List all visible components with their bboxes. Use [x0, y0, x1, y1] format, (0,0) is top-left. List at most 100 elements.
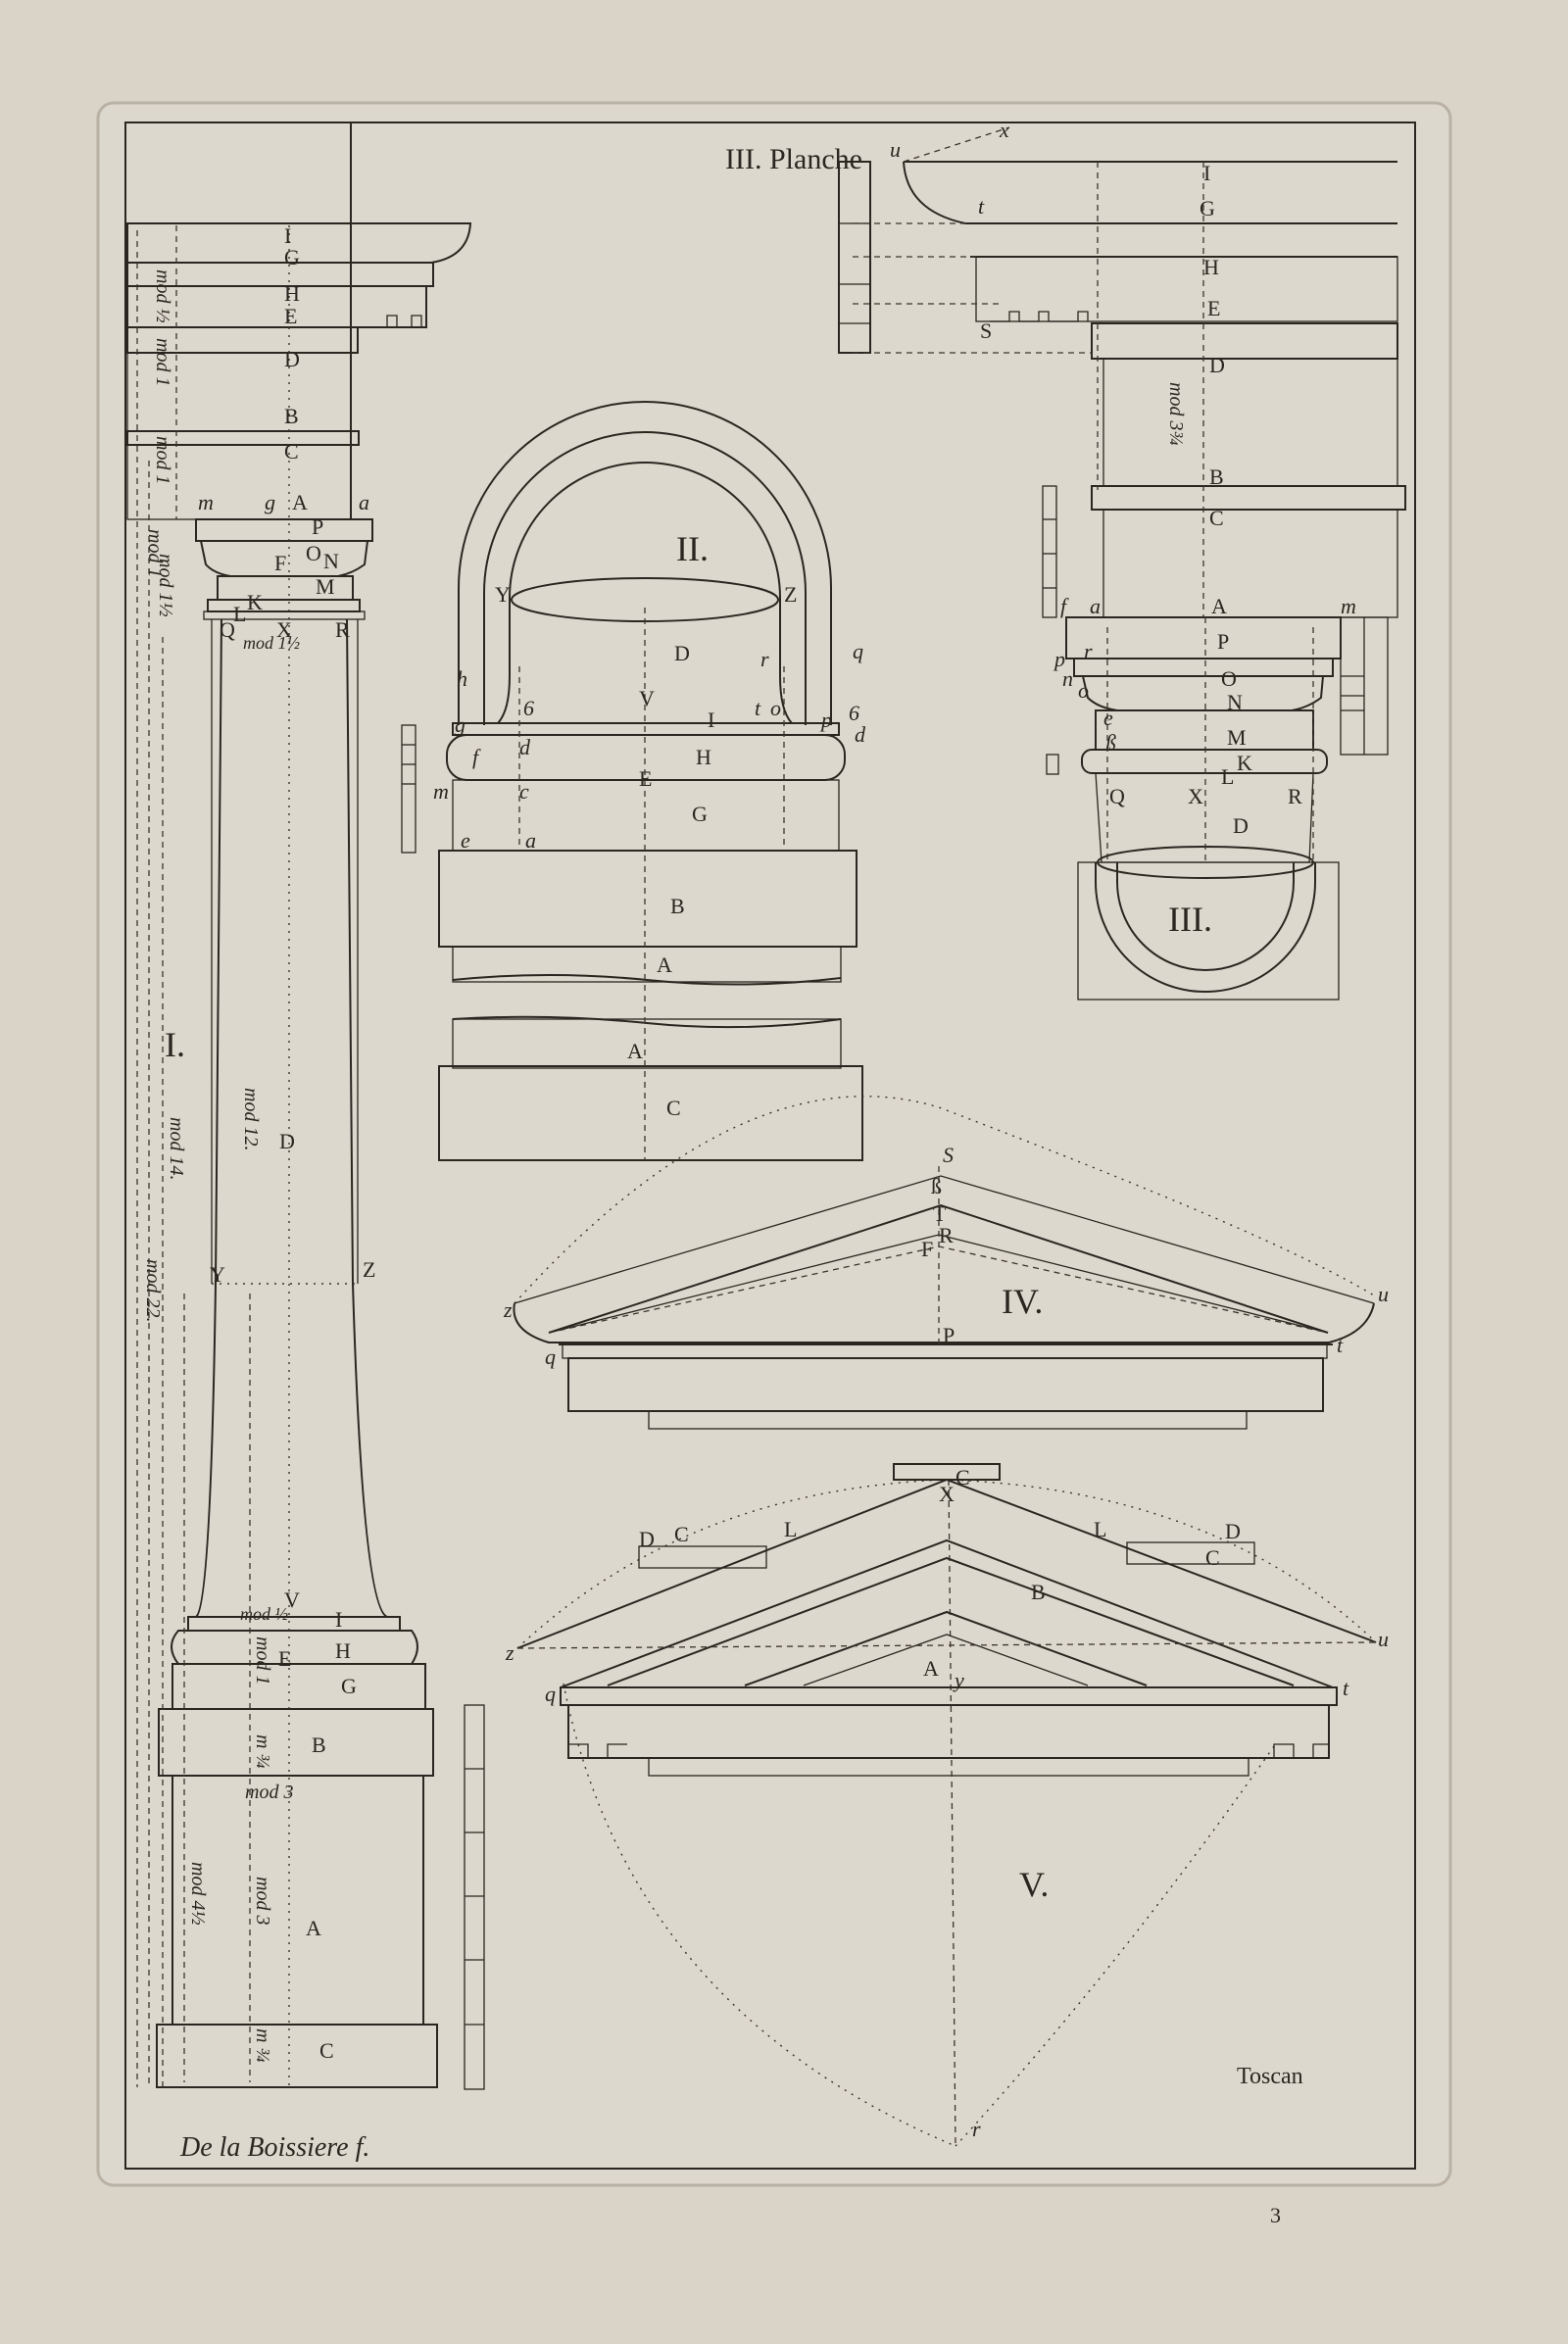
- plate-mark: [96, 101, 1452, 2187]
- svg-text:a: a: [525, 828, 536, 853]
- corner-mark: 3: [1270, 2203, 1281, 2227]
- note-mod-1half: mod 1½: [155, 554, 176, 616]
- svg-text:m: m: [1341, 594, 1356, 618]
- svg-text:C: C: [956, 1465, 970, 1489]
- svg-text:B: B: [670, 894, 685, 918]
- svg-text:E: E: [1207, 296, 1220, 320]
- svg-text:u: u: [890, 137, 901, 162]
- svg-text:u: u: [1378, 1282, 1389, 1306]
- svg-text:t: t: [1337, 1333, 1344, 1357]
- svg-text:L: L: [233, 602, 246, 626]
- svg-text:X: X: [1188, 784, 1203, 808]
- svg-text:R: R: [939, 1223, 954, 1247]
- svg-text:M: M: [1227, 725, 1247, 750]
- svg-text:P: P: [1217, 629, 1229, 654]
- svg-text:L: L: [784, 1517, 797, 1541]
- svg-text:G: G: [692, 802, 708, 826]
- note-mod-3b: mod 3: [252, 1877, 273, 1925]
- svg-text:g: g: [455, 712, 466, 737]
- svg-text:X: X: [939, 1482, 955, 1506]
- svg-text:A: A: [306, 1916, 321, 1940]
- svg-text:E: E: [639, 766, 652, 791]
- svg-text:h: h: [457, 666, 467, 691]
- svg-text:Z: Z: [784, 582, 797, 607]
- svg-text:R: R: [335, 617, 350, 642]
- svg-text:I: I: [1203, 161, 1210, 185]
- svg-text:g: g: [265, 490, 275, 514]
- note-mod-base-1: mod 1: [252, 1636, 273, 1685]
- svg-text:t: t: [978, 194, 985, 219]
- figure-4-pediment: S ßT RF P z u q t IV.: [503, 1096, 1389, 1430]
- svg-text:K: K: [1237, 751, 1252, 775]
- svg-text:z: z: [503, 1297, 513, 1322]
- note-mod-3-34: mod 3¾: [1165, 382, 1187, 445]
- note-mod-12: mod 12.: [240, 1088, 262, 1150]
- svg-text:y: y: [953, 1668, 964, 1692]
- svg-text:D: D: [674, 641, 690, 665]
- svg-text:L: L: [1221, 764, 1234, 789]
- svg-text:p: p: [819, 708, 832, 732]
- svg-text:e: e: [461, 828, 470, 853]
- note-mod-capital: mod 1½: [243, 633, 300, 653]
- svg-text:q: q: [853, 639, 863, 663]
- svg-text:f: f: [472, 745, 481, 769]
- svg-text:d: d: [855, 722, 866, 747]
- svg-text:I: I: [708, 708, 714, 732]
- svg-text:B: B: [312, 1733, 326, 1757]
- figure-2-numeral: II.: [676, 529, 709, 568]
- svg-text:R: R: [1288, 784, 1302, 808]
- svg-text:S: S: [943, 1143, 954, 1167]
- svg-text:x: x: [999, 118, 1009, 142]
- svg-text:F: F: [274, 551, 286, 575]
- engraver-signature: De la Boissiere f.: [179, 2132, 369, 2163]
- svg-text:A: A: [923, 1656, 939, 1681]
- svg-text:D: D: [1233, 813, 1249, 838]
- svg-text:B: B: [284, 404, 299, 428]
- svg-text:D: D: [1209, 353, 1225, 377]
- svg-text:P: P: [943, 1323, 955, 1347]
- svg-text:C: C: [1205, 1545, 1220, 1570]
- note-mod-34b: m ¾: [252, 2028, 273, 2062]
- note-mod-1a: mod 1: [152, 338, 173, 386]
- svg-text:C: C: [1209, 506, 1224, 530]
- svg-text:o: o: [1078, 678, 1089, 703]
- svg-text:H: H: [335, 1638, 351, 1663]
- svg-text:B: B: [1031, 1580, 1046, 1604]
- svg-text:C: C: [319, 2038, 334, 2063]
- svg-text:A: A: [1211, 594, 1227, 618]
- svg-text:N: N: [1227, 690, 1243, 714]
- svg-text:q: q: [545, 1682, 556, 1706]
- svg-text:q: q: [545, 1344, 556, 1369]
- note-mod-1c: mod 1: [144, 529, 166, 577]
- svg-text:T: T: [933, 1201, 947, 1226]
- note-mod-3: mod 3: [245, 1782, 293, 1803]
- svg-text:6: 6: [849, 701, 859, 725]
- svg-text:N: N: [323, 549, 339, 573]
- figure-1-numeral: I.: [165, 1025, 185, 1064]
- figure-4-numeral: IV.: [1002, 1282, 1043, 1321]
- svg-text:V: V: [284, 1587, 300, 1612]
- note-mod-14: mod 14.: [166, 1117, 187, 1180]
- svg-text:A: A: [657, 952, 672, 977]
- svg-text:K: K: [247, 590, 263, 614]
- plate-title: III. Planche: [725, 143, 862, 175]
- svg-text:p: p: [1053, 647, 1065, 671]
- svg-text:m: m: [198, 490, 214, 514]
- svg-text:z: z: [505, 1640, 514, 1665]
- svg-text:G: G: [1200, 196, 1215, 220]
- svg-text:G: G: [284, 245, 300, 269]
- svg-text:M: M: [316, 574, 335, 599]
- svg-text:a: a: [1090, 594, 1101, 618]
- svg-text:Q: Q: [220, 617, 235, 642]
- svg-text:n: n: [1062, 666, 1073, 691]
- note-mod-base-half: mod ½: [240, 1604, 288, 1624]
- svg-text:c: c: [519, 779, 529, 804]
- svg-text:Q: Q: [1109, 784, 1125, 808]
- svg-text:O: O: [306, 541, 321, 565]
- svg-text:6: 6: [523, 696, 534, 720]
